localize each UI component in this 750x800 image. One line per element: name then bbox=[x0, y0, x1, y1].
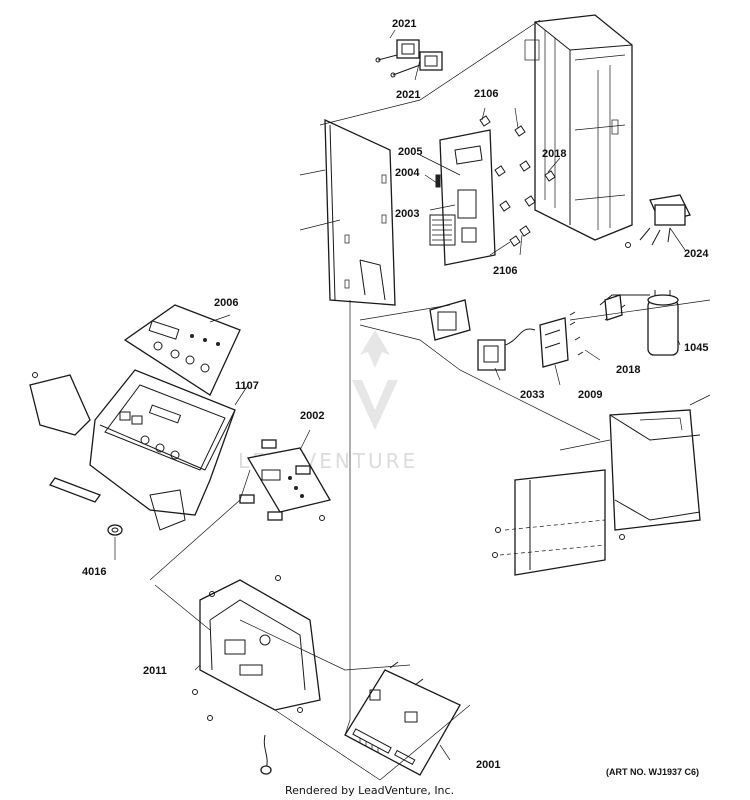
part-label-2009: 2009 bbox=[578, 389, 602, 401]
part-label-2021: 2021 bbox=[392, 18, 416, 30]
part-label-2003: 2003 bbox=[395, 208, 419, 220]
part-label-4016: 4016 bbox=[82, 566, 106, 578]
relay-group bbox=[375, 39, 443, 78]
control-board-bracket bbox=[429, 129, 496, 266]
part-label-1045: 1045 bbox=[684, 342, 708, 354]
side-panel bbox=[324, 118, 396, 306]
part-label-2001: 2001 bbox=[476, 759, 500, 771]
part-label-2033: 2033 bbox=[520, 389, 544, 401]
part-label-1107: 1107 bbox=[235, 380, 259, 392]
capacitor bbox=[599, 290, 679, 356]
part-label-2005: 2005 bbox=[398, 146, 422, 158]
keypad-overlay bbox=[123, 304, 241, 396]
part-label-2018: 2018 bbox=[542, 148, 566, 160]
control-console bbox=[29, 369, 236, 531]
leader-lines bbox=[114, 19, 711, 781]
part-label-2106: 2106 bbox=[474, 88, 498, 100]
part-label-2002: 2002 bbox=[300, 410, 324, 422]
knob bbox=[107, 524, 123, 536]
watermark: LEADVENTURE bbox=[238, 330, 415, 473]
main-bracket bbox=[192, 575, 321, 775]
display-board bbox=[239, 439, 331, 521]
part-label-2018-b: 2018 bbox=[616, 364, 640, 376]
main-control-board bbox=[344, 661, 461, 776]
art-number: (ART NO. WJ1937 C6) bbox=[606, 767, 699, 777]
part-label-2004: 2004 bbox=[395, 167, 420, 179]
part-label-2021-b: 2021 bbox=[396, 89, 420, 101]
rendered-by-text: Rendered by LeadVenture, Inc. bbox=[285, 784, 454, 797]
part-label-2106-b: 2106 bbox=[493, 265, 517, 277]
switch-assembly bbox=[429, 299, 584, 371]
part-label-2024: 2024 bbox=[684, 248, 709, 260]
cabinet-enclosure bbox=[524, 14, 633, 241]
transformer bbox=[625, 194, 691, 248]
standoff-clips bbox=[479, 115, 556, 247]
part-label-2006: 2006 bbox=[214, 297, 238, 309]
lower-cabinet bbox=[492, 409, 701, 576]
part-label-2011: 2011 bbox=[143, 665, 167, 677]
